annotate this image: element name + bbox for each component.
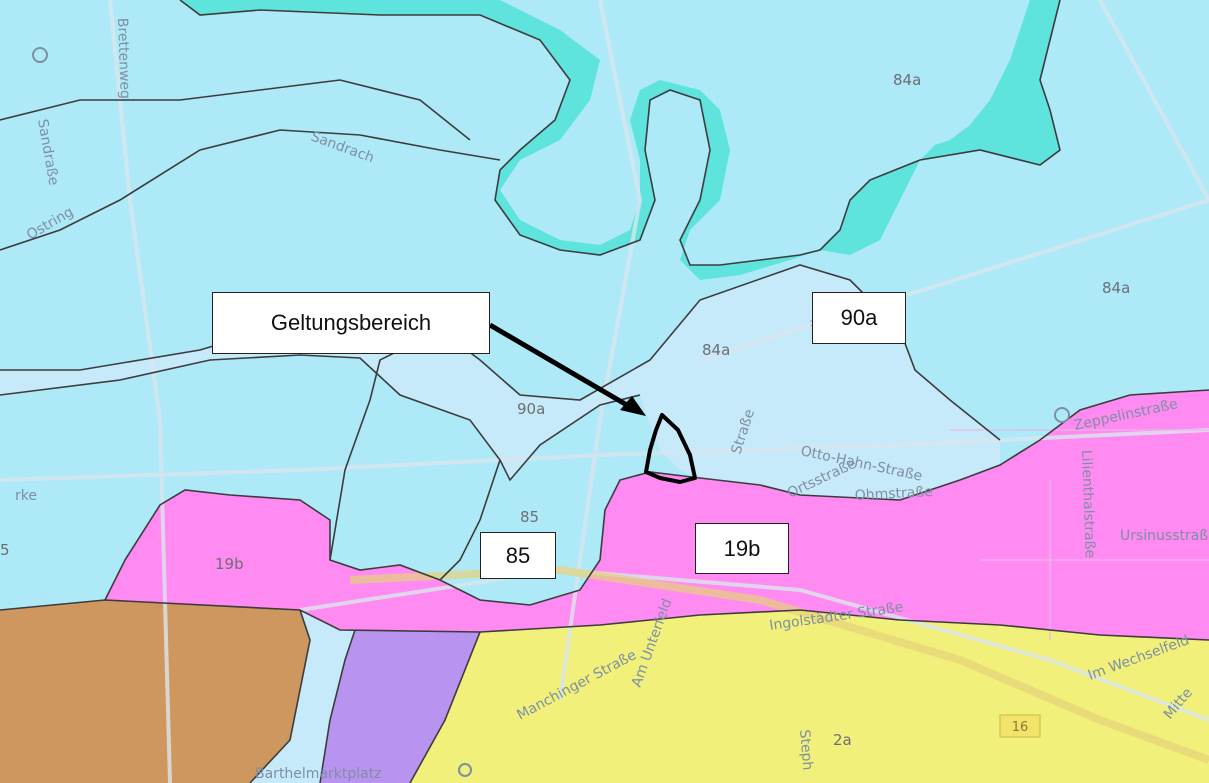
geltungsbereich-outline — [644, 413, 697, 484]
area-2a — [410, 610, 1209, 783]
chapel-icon — [458, 763, 472, 777]
street-ohmstr: Ohmstraße — [854, 484, 933, 504]
area-valley-strip — [250, 610, 355, 783]
street-rke: rke — [15, 488, 37, 504]
street-stephanstr: Steph — [796, 729, 815, 771]
callout-85: 85 — [480, 532, 556, 579]
unit-label-90a-center: 90a — [517, 400, 545, 418]
street-ursinusstr: Ursinusstraße — [1120, 528, 1209, 544]
road-badge-16 — [999, 714, 1041, 738]
unit-label-5: 5 — [0, 541, 10, 559]
street-barthelmarktplatz: Barthelmarktplatz — [255, 766, 382, 782]
area-brown — [0, 600, 310, 783]
area-84a-pocket — [810, 30, 1020, 165]
street-brettenweg: Brettenweg — [114, 18, 133, 100]
unit-label-85-center: 85 — [520, 508, 539, 526]
church-icon — [1054, 407, 1070, 423]
unit-label-19b-left: 19b — [215, 555, 244, 573]
unit-label-84a-right: 84a — [1102, 279, 1130, 297]
unit-label-84a-center: 84a — [702, 341, 730, 359]
area-purple — [320, 630, 480, 783]
cemetery-icon — [32, 47, 48, 63]
road-badge-16-label: 16 — [1012, 720, 1029, 735]
unit-label-84a-top: 84a — [893, 71, 921, 89]
pointer-arrow — [488, 322, 646, 416]
street-lilienthalstr: Lilienthalstraße — [1078, 450, 1098, 559]
basemap-fine-roads — [950, 429, 1209, 640]
callout-19b: 19b — [695, 523, 789, 574]
unit-labels: 84a 84a 84a 90a 85 19b 2a 5 — [0, 71, 1130, 749]
callout-geltungsbereich: Geltungsbereich — [212, 292, 490, 354]
area-90a-85 — [0, 265, 1000, 500]
callout-90a: 90a — [812, 292, 906, 344]
unit-label-2a: 2a — [833, 731, 852, 749]
